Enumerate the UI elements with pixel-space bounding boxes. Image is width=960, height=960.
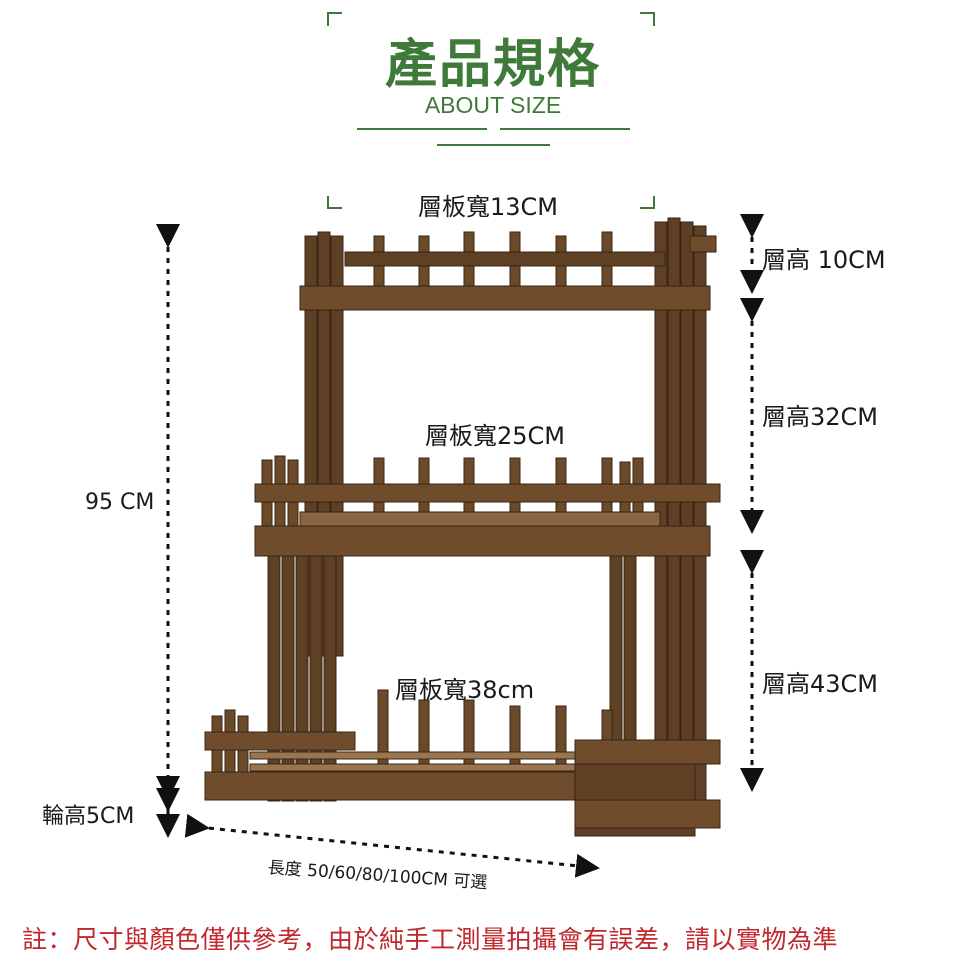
top-shelf-width-label: 層板寬13CM	[418, 193, 559, 221]
tier-height-bottom-label: 層高43CM	[762, 670, 879, 698]
wheel-height-label: 輪高5CM	[42, 804, 135, 829]
middle-shelf-width-label: 層板寬25CM	[425, 422, 566, 450]
wooden-shelf	[204, 217, 721, 837]
page-subtitle: ABOUT SIZE	[424, 92, 562, 118]
bottom-shelf-width-label: 層板寬38cm	[395, 676, 535, 704]
total-height-label: 95 CM	[85, 490, 155, 515]
tier-height-middle-label: 層高32CM	[762, 403, 879, 431]
corner-brackets	[327, 12, 655, 209]
title-underlines	[357, 128, 630, 146]
tier-height-top-label: 層高 10CM	[762, 246, 886, 274]
disclaimer-note: 註：尺寸與顏色僅供參考，由於純手工測量拍攝會有誤差，請以實物為準	[22, 925, 839, 954]
page-title: 產品規格	[384, 35, 601, 95]
